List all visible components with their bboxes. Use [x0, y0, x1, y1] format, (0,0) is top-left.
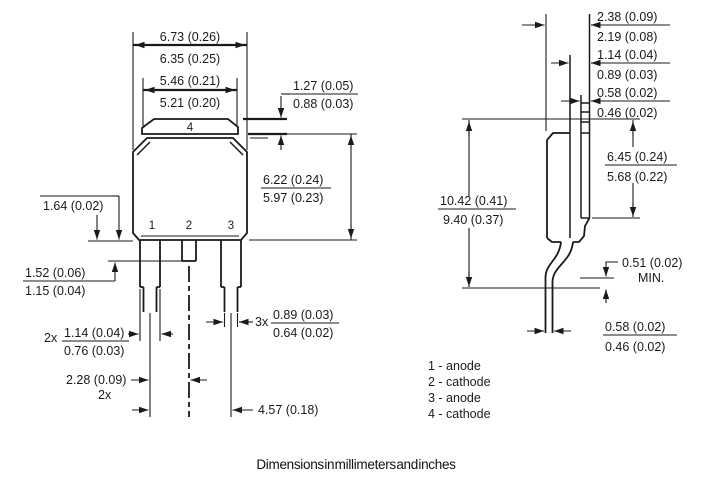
dim-center-lead-max: 1.52 (0.06)	[25, 266, 85, 280]
legend-item-2: 2 - cathode	[428, 375, 491, 389]
lead-pin2-stub	[181, 240, 197, 262]
dim-body-height-max: 6.22 (0.24)	[263, 173, 323, 187]
dim-tab-height-min: 0.88 (0.03)	[293, 97, 353, 111]
dim-lead-thickness-min: 0.46 (0.02)	[605, 340, 665, 354]
dim-outer-lead-max: 1.14 (0.04)	[64, 326, 124, 340]
lead-pin1	[139, 240, 161, 312]
legend-item-4: 4 - cathode	[428, 407, 491, 421]
dim-outer-lead-min: 0.76 (0.03)	[64, 344, 124, 358]
front-view: 4 1 2 3	[23, 30, 358, 417]
side-extension-lines	[462, 14, 640, 289]
dim-outer-lead-qty: 2x	[44, 331, 58, 345]
dim-edge-offset: 1.64 (0.02)	[43, 199, 103, 213]
side-body-outline	[546, 132, 591, 243]
dim-tab-thickness-min: 0.89 (0.03)	[597, 68, 657, 82]
dim-lead-straight-qualifier: MIN.	[638, 271, 664, 285]
legend-item-3: 3 - anode	[428, 391, 481, 405]
drawing-caption: Dimensions in millimeters and inches	[256, 457, 456, 472]
dim-overall-height-min: 9.40 (0.37)	[443, 213, 503, 227]
legend-item-1: 1 - anode	[428, 359, 481, 373]
dim-tab-thickness-max: 1.14 (0.04)	[597, 48, 657, 62]
leader-lead-straight	[605, 261, 618, 264]
dim-tab-tip-max: 0.58 (0.02)	[597, 86, 657, 100]
dim-overall-width-min: 6.35 (0.25)	[160, 52, 220, 66]
pin1-label: 1	[149, 220, 155, 232]
side-view: 2.38 (0.09) 2.19 (0.08) 1.14 (0.04) 0.89…	[438, 10, 682, 354]
dim-span: 4.57 (0.18)	[258, 403, 318, 417]
dim-tab-width-min: 5.21 (0.20)	[160, 96, 220, 110]
dim-center-lead-min: 1.15 (0.04)	[25, 284, 85, 298]
lead-pin3	[220, 240, 242, 312]
dim-tab-length-max: 6.45 (0.24)	[607, 150, 667, 164]
pin2-label: 2	[186, 220, 192, 232]
dim-total-thickness-min: 2.19 (0.08)	[597, 30, 657, 44]
dim-lead-tip-min: 0.64 (0.02)	[273, 326, 333, 340]
pin3-label: 3	[228, 220, 234, 232]
dim-tab-tip-min: 0.46 (0.02)	[597, 106, 657, 120]
dim-lead-tip-qty: 3x	[255, 315, 269, 329]
dim-lead-straight: 0.51 (0.02)	[622, 256, 682, 270]
dim-lead-tip-max: 0.89 (0.03)	[273, 308, 333, 322]
tab-back-ladder	[580, 14, 591, 219]
corner-chamfer-left	[136, 141, 151, 156]
dim-pitch: 2.28 (0.09)	[66, 373, 126, 387]
front-extension-lines	[88, 32, 357, 417]
dim-tab-height-max: 1.27 (0.05)	[293, 79, 353, 93]
corner-chamfer-right	[229, 141, 244, 156]
package-body-outline	[132, 137, 248, 241]
dim-pitch-qty: 2x	[98, 388, 112, 402]
side-lead	[544, 241, 574, 333]
pin-legend: 1 - anode 2 - cathode 3 - anode 4 - cath…	[428, 359, 491, 421]
tab-outline	[141, 118, 239, 135]
dim-overall-width-max: 6.73 (0.26)	[160, 30, 220, 44]
dim-total-thickness-max: 2.38 (0.09)	[597, 10, 657, 24]
dim-body-height-min: 5.97 (0.23)	[263, 191, 323, 205]
dim-tab-length-min: 5.68 (0.22)	[607, 170, 667, 184]
pin4-label: 4	[187, 122, 194, 134]
dim-lead-thickness-max: 0.58 (0.02)	[605, 320, 665, 334]
dim-tab-width-max: 5.46 (0.21)	[160, 74, 220, 88]
dim-overall-height-max: 10.42 (0.41)	[440, 194, 507, 208]
